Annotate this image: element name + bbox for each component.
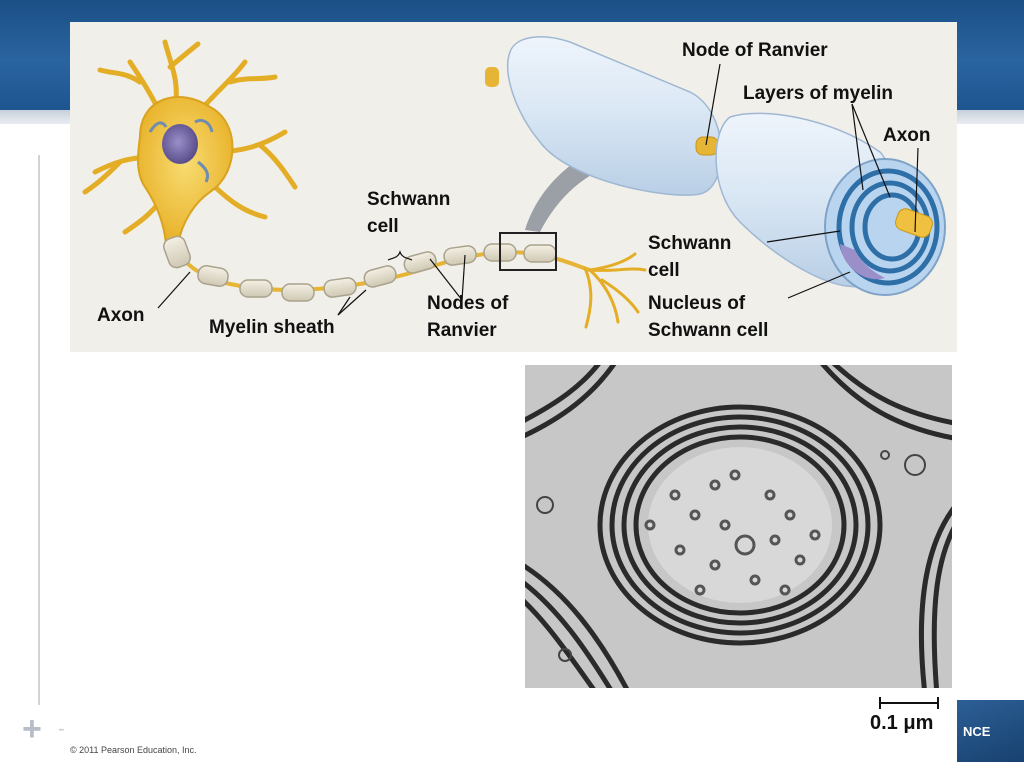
dash-icon: - — [58, 718, 65, 740]
label-node-of-ranvier: Node of Ranvier — [682, 40, 828, 61]
cell-nucleus — [162, 124, 198, 164]
label-nodes-of-ranvier: Nodes of Ranvier — [427, 293, 509, 341]
label-nucleus-of-schwann-cell: Nucleus of Schwann cell — [648, 293, 769, 341]
copyright-text: © 2011 Pearson Education, Inc. — [70, 745, 197, 755]
logo-text: NCE — [963, 724, 991, 739]
leader-lines — [157, 63, 919, 316]
scale-label: 0.1 μm — [870, 712, 934, 734]
axon-terminals — [583, 252, 647, 329]
label-myelin-sheath: Myelin sheath — [209, 317, 335, 338]
publisher-logo: NCE — [957, 700, 1024, 762]
label-axon-right: Axon — [883, 125, 931, 146]
label-schwann-cell-right: Schwann cell — [648, 233, 732, 281]
diagram-panel: Node of Ranvier Layers of myelin Axon Sc… — [70, 22, 957, 352]
side-divider — [38, 155, 40, 705]
cell-body — [137, 96, 234, 245]
endoplasmic-reticulum — [148, 118, 214, 183]
magnify-box — [499, 232, 557, 271]
label-layers-of-myelin: Layers of myelin — [743, 83, 893, 104]
label-schwann-cell-upper: Schwann cell — [367, 189, 451, 237]
scale-bar — [879, 697, 939, 709]
label-axon-left: Axon — [97, 305, 145, 326]
plus-icon: + — [22, 710, 42, 748]
neuron-diagram — [82, 36, 946, 329]
electron-micrograph — [525, 365, 952, 688]
enlarged-axon — [485, 36, 946, 296]
